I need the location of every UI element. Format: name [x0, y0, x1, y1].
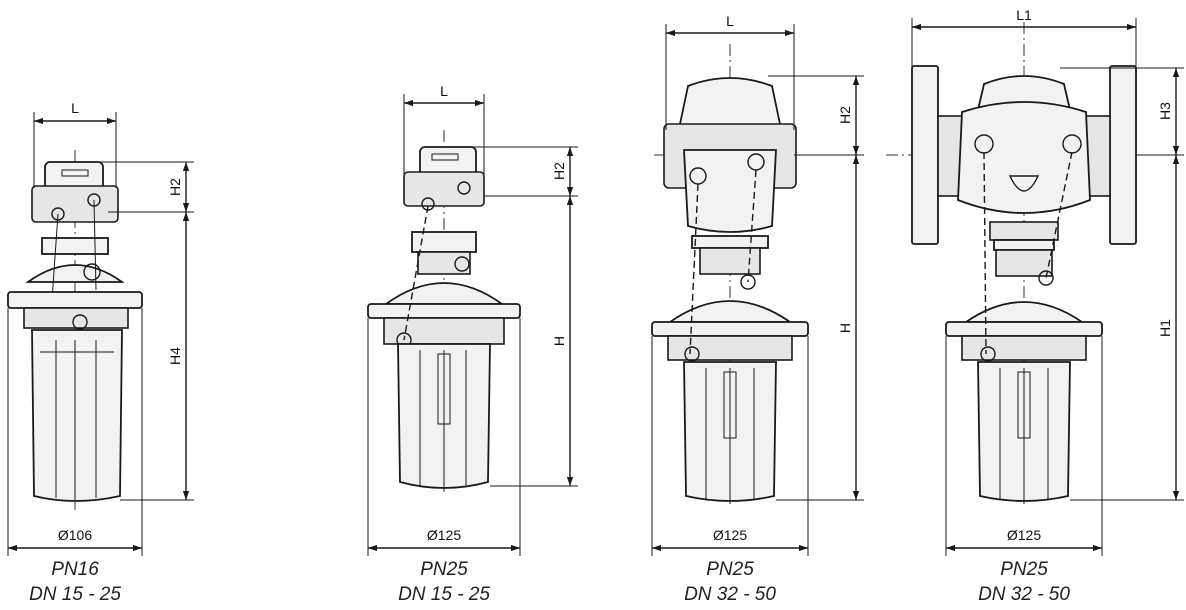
valve-body-3 [663, 77, 797, 233]
dim-width-label: L1 [1016, 7, 1032, 23]
dim-width-label: L [440, 83, 448, 99]
dim-diameter-label: Ø125 [713, 527, 747, 543]
valve-view-1: L H2 H4 Ø106 PN16 DN 15 - 25 [7, 100, 194, 605]
valve-body-2 [403, 146, 485, 211]
valve-body-1 [31, 161, 119, 223]
bellows-housing-3 [683, 361, 777, 504]
actuator-diaphragm-3 [651, 169, 809, 362]
valve-view-3: L H2 H Ø125 PN25 DN 32 - 50 [651, 13, 864, 605]
bellows-housing-4 [977, 361, 1071, 504]
valve-view-4: L1 H3 H1 Ø125 PN25 DN 32 - 50 [886, 7, 1184, 605]
caption-pressure: PN25 [1000, 559, 1048, 580]
caption-size: DN 32 - 50 [684, 584, 776, 605]
neck-3 [667, 235, 793, 323]
dim-total-height-label: H4 [167, 347, 183, 365]
bellows-housing-2 [397, 343, 491, 490]
dim-top-height-label: H2 [837, 106, 853, 124]
actuator-diaphragm-4 [945, 151, 1103, 362]
dim-width-label: L [71, 100, 79, 116]
caption-pressure: PN25 [706, 559, 754, 580]
dim-top-height-label: H2 [167, 178, 183, 196]
dim-total-height-label: H [837, 323, 853, 333]
caption-size: DN 32 - 50 [978, 584, 1070, 605]
bellows-housing-1 [31, 329, 123, 502]
dim-diameter-label: Ø125 [427, 527, 461, 543]
actuator-diaphragm-2 [367, 205, 521, 348]
neck-1 [25, 199, 125, 301]
caption-pressure: PN16 [51, 559, 99, 580]
dim-total-height-label: H1 [1157, 319, 1173, 337]
dim-total-height-label: H [551, 336, 567, 346]
dim-top-height-label: H3 [1157, 102, 1173, 120]
actuator-diaphragm-1 [7, 291, 143, 330]
caption-size: DN 15 - 25 [29, 584, 121, 605]
dim-diameter-label: Ø125 [1007, 527, 1041, 543]
neck-2 [383, 231, 505, 305]
valve-view-2: L H2 H Ø125 PN25 DN 15 - 25 [367, 83, 578, 605]
caption-pressure: PN25 [420, 559, 468, 580]
dim-diameter-label: Ø106 [58, 527, 92, 543]
dim-top-height-label: H2 [551, 162, 567, 180]
caption-size: DN 15 - 25 [398, 584, 490, 605]
dim-width-label: L [726, 13, 734, 29]
valve-body-4 [911, 65, 1137, 245]
neck-4 [963, 239, 1085, 323]
